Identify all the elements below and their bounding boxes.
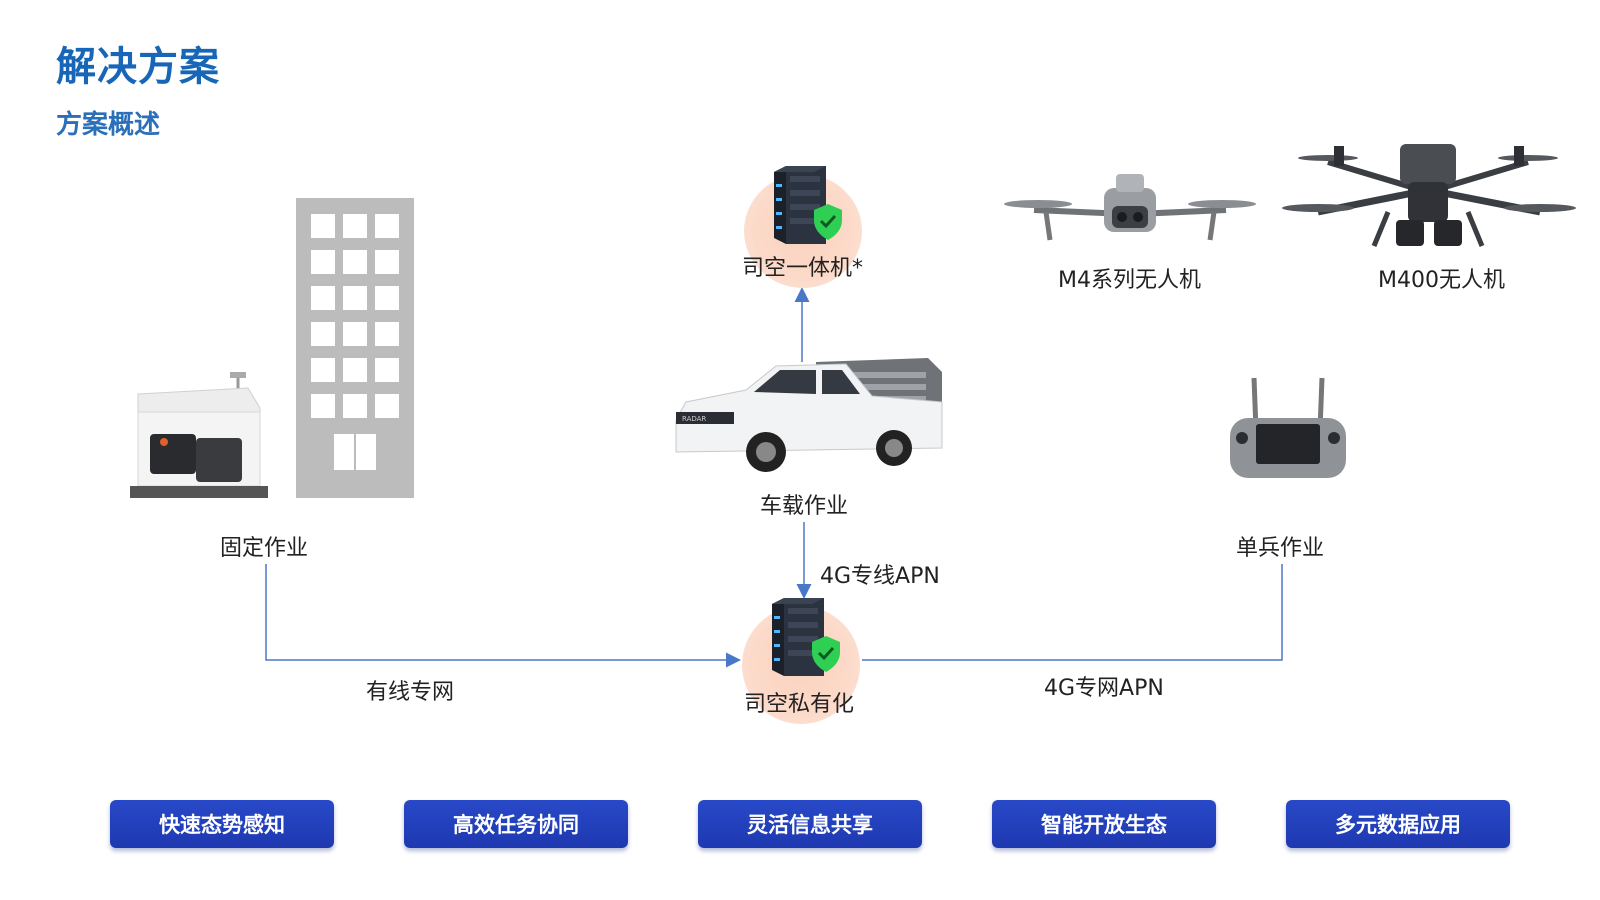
private-deploy-label: 司空私有化 [744,692,855,717]
server-icon [772,598,824,676]
feature-button-task-collaboration[interactable]: 高效任务协同 [404,800,628,848]
svg-text:RADAR: RADAR [682,415,706,423]
shield-check-icon [812,636,840,672]
connector-fixed-to-private [265,564,741,668]
feature-button-open-ecosystem[interactable]: 智能开放生态 [992,800,1216,848]
page-subtitle: 方案概述 [56,110,161,140]
apn-private-label: 4G专网APN [1044,676,1164,701]
vehicle-label: 车载作业 [760,494,849,519]
dock-station-icon [130,372,268,498]
individual-label: 单兵作业 [1236,536,1325,561]
m400-drone-label: M400无人机 [1378,268,1505,293]
building-icon [296,198,414,498]
feature-button-info-sharing[interactable]: 灵活信息共享 [698,800,922,848]
fixed-label: 固定作业 [220,536,309,561]
m4-drone-icon [1004,174,1256,241]
page-title: 解决方案 [56,44,220,90]
wired-network-label: 有线专网 [366,680,455,705]
feature-button-data-application[interactable]: 多元数据应用 [1286,800,1510,848]
server-icon [774,166,826,244]
m400-drone-icon [1282,144,1576,247]
feature-button-situational-awareness[interactable]: 快速态势感知 [110,800,334,848]
shield-check-icon [814,204,842,240]
apn-dedicated-label: 4G专线APN [820,564,940,589]
sikong-all-in-one-label: 司空一体机* [742,256,864,281]
remote-controller-icon [1230,377,1346,478]
connector-individual-to-private [862,564,1283,661]
vehicle-icon: RADAR [675,358,943,472]
m4-drone-label: M4系列无人机 [1058,268,1201,293]
